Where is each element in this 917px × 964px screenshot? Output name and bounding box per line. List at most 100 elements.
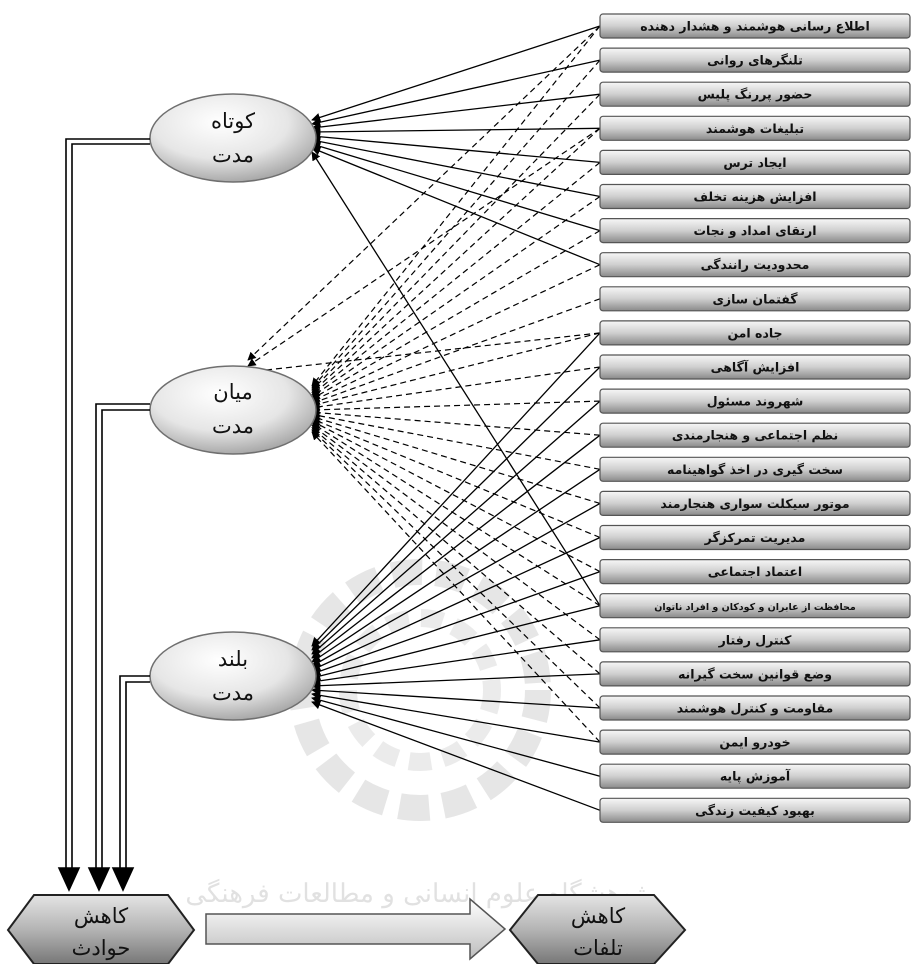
- link-to-medium-term: [311, 422, 601, 607]
- link-to-short-term: [311, 151, 601, 607]
- link-to-medium-term: [311, 366, 601, 411]
- link-to-long-term: [311, 695, 601, 777]
- link-to-short-term: [311, 137, 601, 198]
- fatalities-line2: تلفات: [573, 936, 623, 960]
- factor-label: محدودیت رانندگی: [701, 257, 810, 272]
- factor-label: افزایش آگاهی: [711, 360, 800, 375]
- factor-box: افزایش هزینه تخلف: [599, 183, 911, 210]
- factor-label: ایجاد ترس: [723, 155, 786, 170]
- link-to-long-term: [311, 332, 601, 647]
- link-to-short-term: [311, 59, 601, 127]
- factor-box: تبلیغات هوشمند: [599, 115, 911, 141]
- link-to-medium-term: [311, 93, 601, 391]
- link-to-long-term: [311, 673, 601, 691]
- link-to-medium-term: [311, 411, 601, 470]
- link-to-medium-term: [311, 161, 601, 396]
- factor-label: بهبود کیفیت زندگی: [695, 803, 815, 818]
- link-to-medium-term: [311, 400, 601, 414]
- fatalities-line1: کاهش: [571, 904, 625, 929]
- short-term-node: کوتاه مدت: [149, 93, 317, 183]
- factor-box: وضع قوانین سخت گیرانه: [599, 661, 911, 687]
- factor-box: تلنگرهای روانی: [599, 47, 911, 73]
- link-to-medium-term: [311, 417, 601, 539]
- factor-label: ارتقای امداد و نجات: [693, 223, 816, 238]
- factor-box: گفتمان سازی: [599, 286, 911, 312]
- link-to-long-term: [311, 605, 601, 681]
- factor-label: موتور سیکلت سواری هنجارمند: [660, 496, 849, 511]
- link-to-medium-term: [311, 298, 601, 405]
- factor-box: نظم اجتماعی و هنجارمندی: [599, 422, 911, 448]
- factor-box: اعتماد اجتماعی: [599, 558, 911, 585]
- link-to-medium-term: [311, 264, 601, 402]
- factor-box: ایجاد ترس: [599, 149, 911, 175]
- link-to-long-term: [311, 502, 601, 667]
- link-to-medium-term: [311, 429, 601, 709]
- term-to-accidents-connectors: [57, 138, 150, 892]
- medium-term-line2: مدت: [212, 414, 254, 438]
- link-to-medium-term: [311, 431, 601, 743]
- link-to-medium-term: [311, 230, 601, 400]
- factor-box: محدودیت رانندگی: [599, 252, 911, 278]
- short-term-line1: کوتاه: [211, 109, 255, 134]
- factor-box: بهبود کیفیت زندگی: [599, 797, 911, 823]
- factor-list: اطلاع رسانی هوشمند و هشدار دهنده تلنگرهای…: [599, 13, 911, 823]
- link-to-medium-term: [247, 127, 601, 367]
- link-to-medium-term: [311, 127, 601, 393]
- link-to-short-term: [311, 93, 601, 132]
- link-to-short-term: [311, 25, 601, 122]
- link-to-medium-term: [311, 427, 601, 675]
- accidents-line2: حوادث: [72, 936, 131, 961]
- factor-box: موتور سیکلت سواری هنجارمند: [599, 490, 911, 516]
- link-to-medium-term: [311, 408, 601, 436]
- long-term-line2: مدت: [212, 681, 254, 705]
- accidents-outcome: کاهش حوادث: [6, 894, 196, 964]
- factor-box: افزایش آگاهی: [599, 354, 911, 380]
- factor-box: مقاومت و کنترل هوشمند: [599, 695, 911, 721]
- factor-label: مدیریت تمرکزگر: [704, 530, 806, 545]
- factor-label: آموزش پایه: [720, 769, 791, 784]
- factor-label: شهروند مسئول: [707, 394, 804, 409]
- link-to-medium-term: [311, 25, 601, 387]
- link-to-long-term: [311, 400, 601, 655]
- factor-box: ارتقای امداد و نجات: [599, 218, 911, 244]
- link-to-medium-term: [247, 25, 601, 361]
- link-to-medium-term: [311, 332, 601, 408]
- link-to-long-term: [311, 639, 601, 686]
- link-to-long-term: [311, 468, 601, 663]
- factor-box: آموزش پایه: [599, 763, 911, 789]
- factor-box: خودرو ایمن: [599, 729, 911, 755]
- factor-label: گفتمان سازی: [712, 291, 798, 306]
- long-term-node: بلند مدت: [149, 631, 317, 721]
- factor-label: نظم اجتماعی و هنجارمندی: [672, 428, 838, 443]
- link-to-long-term: [311, 434, 601, 659]
- short-term-line2: مدت: [212, 143, 254, 167]
- link-to-long-term: [311, 536, 601, 671]
- factor-box: حضور پررنگ پلیس: [599, 81, 911, 107]
- factor-box: کنترل رفتار: [599, 627, 911, 653]
- factor-label: اعتماد اجتماعی: [708, 564, 802, 579]
- link-to-long-term: [311, 570, 601, 676]
- factor-box: مدیریت تمرکزگر: [599, 524, 911, 551]
- factor-box: اطلاع رسانی هوشمند و هشدار دهنده: [599, 13, 911, 39]
- factor-label: کنترل رفتار: [718, 632, 793, 647]
- link-to-long-term: [311, 690, 601, 743]
- factor-label: حضور پررنگ پلیس: [698, 87, 813, 102]
- factor-label: تبلیغات هوشمند: [706, 121, 804, 136]
- link-to-long-term: [311, 366, 601, 651]
- factor-box: محافظت از عابران و کودکان و افراد ناتوان: [599, 593, 911, 619]
- watermark-logo: پژوهشگاه علوم انسانی و مطالعات فرهنگی: [185, 559, 655, 909]
- factor-label: محافظت از عابران و کودکان و افراد ناتوان: [654, 602, 856, 613]
- link-to-medium-term: [311, 196, 601, 398]
- medium-term-node: میان مدت: [149, 365, 317, 455]
- link-to-short-term: [311, 142, 601, 232]
- link-to-medium-term: [311, 414, 601, 504]
- factor-label: وضع قوانین سخت گیرانه: [678, 666, 832, 681]
- factor-label: تلنگرهای روانی: [707, 53, 803, 68]
- accidents-line1: کاهش: [74, 904, 128, 929]
- factor-label: افزایش هزینه تخلف: [693, 189, 816, 204]
- long-term-line1: بلند: [218, 647, 248, 671]
- factor-label: خودرو ایمن: [719, 735, 790, 750]
- link-to-short-term: [311, 127, 601, 137]
- factor-box: شهروند مسئول: [599, 388, 911, 414]
- link-to-long-term: [311, 700, 601, 811]
